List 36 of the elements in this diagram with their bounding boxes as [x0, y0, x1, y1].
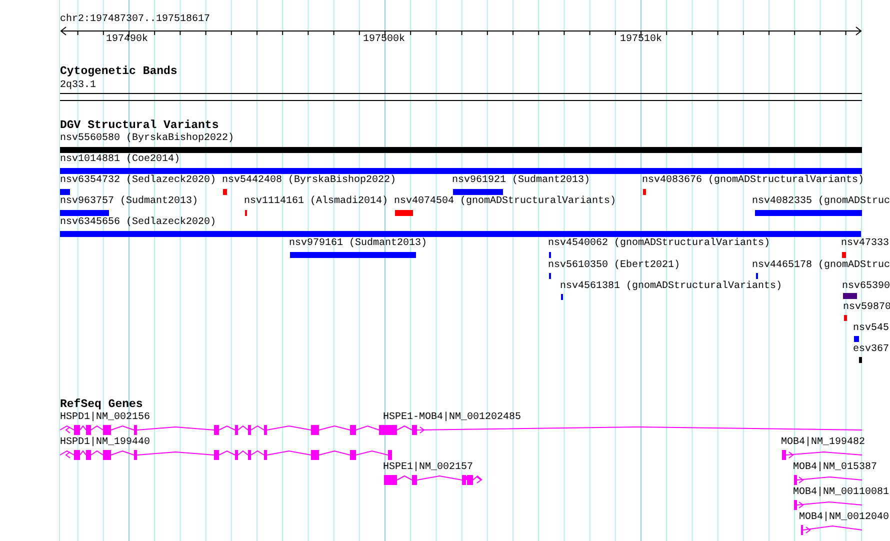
variant-label: nsv963757 (Sudmant2013) [60, 196, 198, 208]
track-title: DGV Structural Variants [60, 120, 219, 132]
tick-label: 197510k [620, 34, 662, 46]
gene-label: MOB4|NM_015387 [793, 462, 878, 474]
variant-label: nsv4561381 (gnomADStructuralVariants) [560, 281, 782, 293]
variant-label: nsv1114161 (Alsmadi2014) [244, 196, 388, 208]
variant-label: nsv5442408 (ByrskaBishop2022) [222, 175, 396, 187]
variant-label: nsv4465178 (gnomADStruc [752, 260, 890, 272]
tick-label: 197490k [106, 34, 148, 46]
variant-label: nsv4082335 (gnomADStruc [752, 196, 890, 208]
variant-label: nsv6345656 (Sedlazeck2020) [60, 217, 216, 229]
variant-label: nsv4540062 (gnomADStructuralVariants) [548, 238, 770, 250]
gene-label: HSPD1|NM_199440 [60, 437, 150, 449]
gene-label: HSPE1|NM_002157 [383, 462, 474, 474]
variant-label: nsv5560580 (ByrskaBishop2022) [60, 133, 234, 145]
variant-label: nsv4083676 (gnomADStructuralVariants) [642, 175, 864, 187]
variant-label: nsv1014881 (Coe2014) [60, 154, 180, 166]
variant-label: nsv47333 [841, 238, 890, 250]
variant-label: nsv979161 (Sudmant2013) [289, 238, 428, 250]
variant-label: nsv961921 (Sudmant2013) [452, 175, 590, 187]
cytoband-label: 2q33.1 [60, 80, 96, 92]
gene-label: MOB4|NM_00110081 [793, 487, 890, 499]
variant-label: nsv5610350 (Ebert2021) [548, 260, 680, 272]
tick-label: 197500k [363, 34, 405, 46]
coordinate-range-label: chr2:197487307..197518617 [60, 14, 210, 26]
variant-label: nsv4074504 (gnomADStructuralVariants) [394, 196, 616, 208]
track-title: Cytogenetic Bands [60, 66, 178, 78]
track-title: RefSeq Genes [60, 399, 143, 411]
variant-label: nsv545 [853, 323, 890, 335]
gene-label: MOB4|NM_0012040 [799, 512, 890, 524]
variant-label: esv367 [853, 344, 890, 356]
variant-label: nsv6354732 (Sedlazeck2020) [60, 175, 216, 187]
gene-label: HSPD1|NM_002156 [60, 412, 150, 424]
gene-label: MOB4|NM_199482 [781, 437, 866, 449]
variant-label: nsv65390 [842, 281, 890, 293]
gene-label: HSPE1-MOB4|NM_001202485 [383, 412, 522, 424]
